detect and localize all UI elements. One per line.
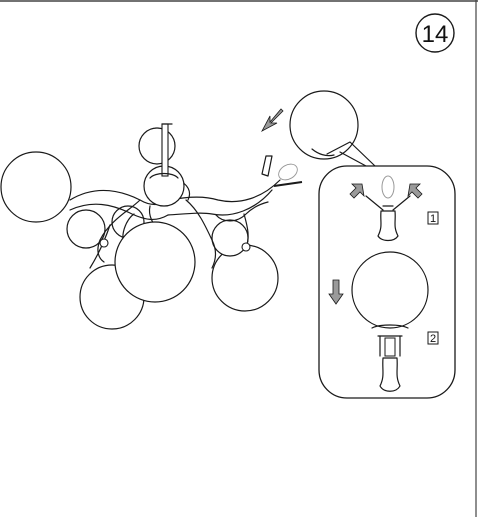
gray-arrow-icon bbox=[261, 108, 284, 132]
socket-empty bbox=[261, 155, 303, 187]
magnifier-circle bbox=[289, 90, 359, 160]
globe-right bbox=[211, 244, 279, 312]
socket-icon bbox=[377, 210, 399, 242]
globe-shade-icon bbox=[351, 251, 429, 329]
globe-far-left bbox=[0, 151, 72, 223]
gray-arrow-icon bbox=[407, 183, 423, 199]
substep-1-illustration: 1 bbox=[349, 175, 439, 242]
step-number-badge: 14 bbox=[415, 13, 455, 53]
gray-arrow-icon bbox=[328, 279, 344, 305]
center-hub bbox=[138, 123, 185, 207]
globe-center-front bbox=[114, 221, 196, 303]
globe-small-left bbox=[66, 209, 106, 249]
step-number: 14 bbox=[422, 21, 449, 48]
globe-top bbox=[138, 127, 176, 165]
substep-2-illustration: 2 bbox=[328, 251, 439, 392]
globe-small-right bbox=[211, 219, 249, 257]
bulb-icon bbox=[381, 175, 395, 199]
step-number-circle bbox=[415, 13, 455, 53]
detail-panel: 1 2 bbox=[318, 165, 456, 399]
socket-icon bbox=[379, 357, 401, 392]
substep-2-number: 2 bbox=[430, 333, 436, 345]
bulb-icon bbox=[384, 337, 396, 357]
detail-callout bbox=[289, 90, 376, 167]
gray-arrow-icon bbox=[349, 183, 365, 199]
chandelier bbox=[0, 123, 303, 330]
substep-1-number: 1 bbox=[430, 213, 436, 225]
